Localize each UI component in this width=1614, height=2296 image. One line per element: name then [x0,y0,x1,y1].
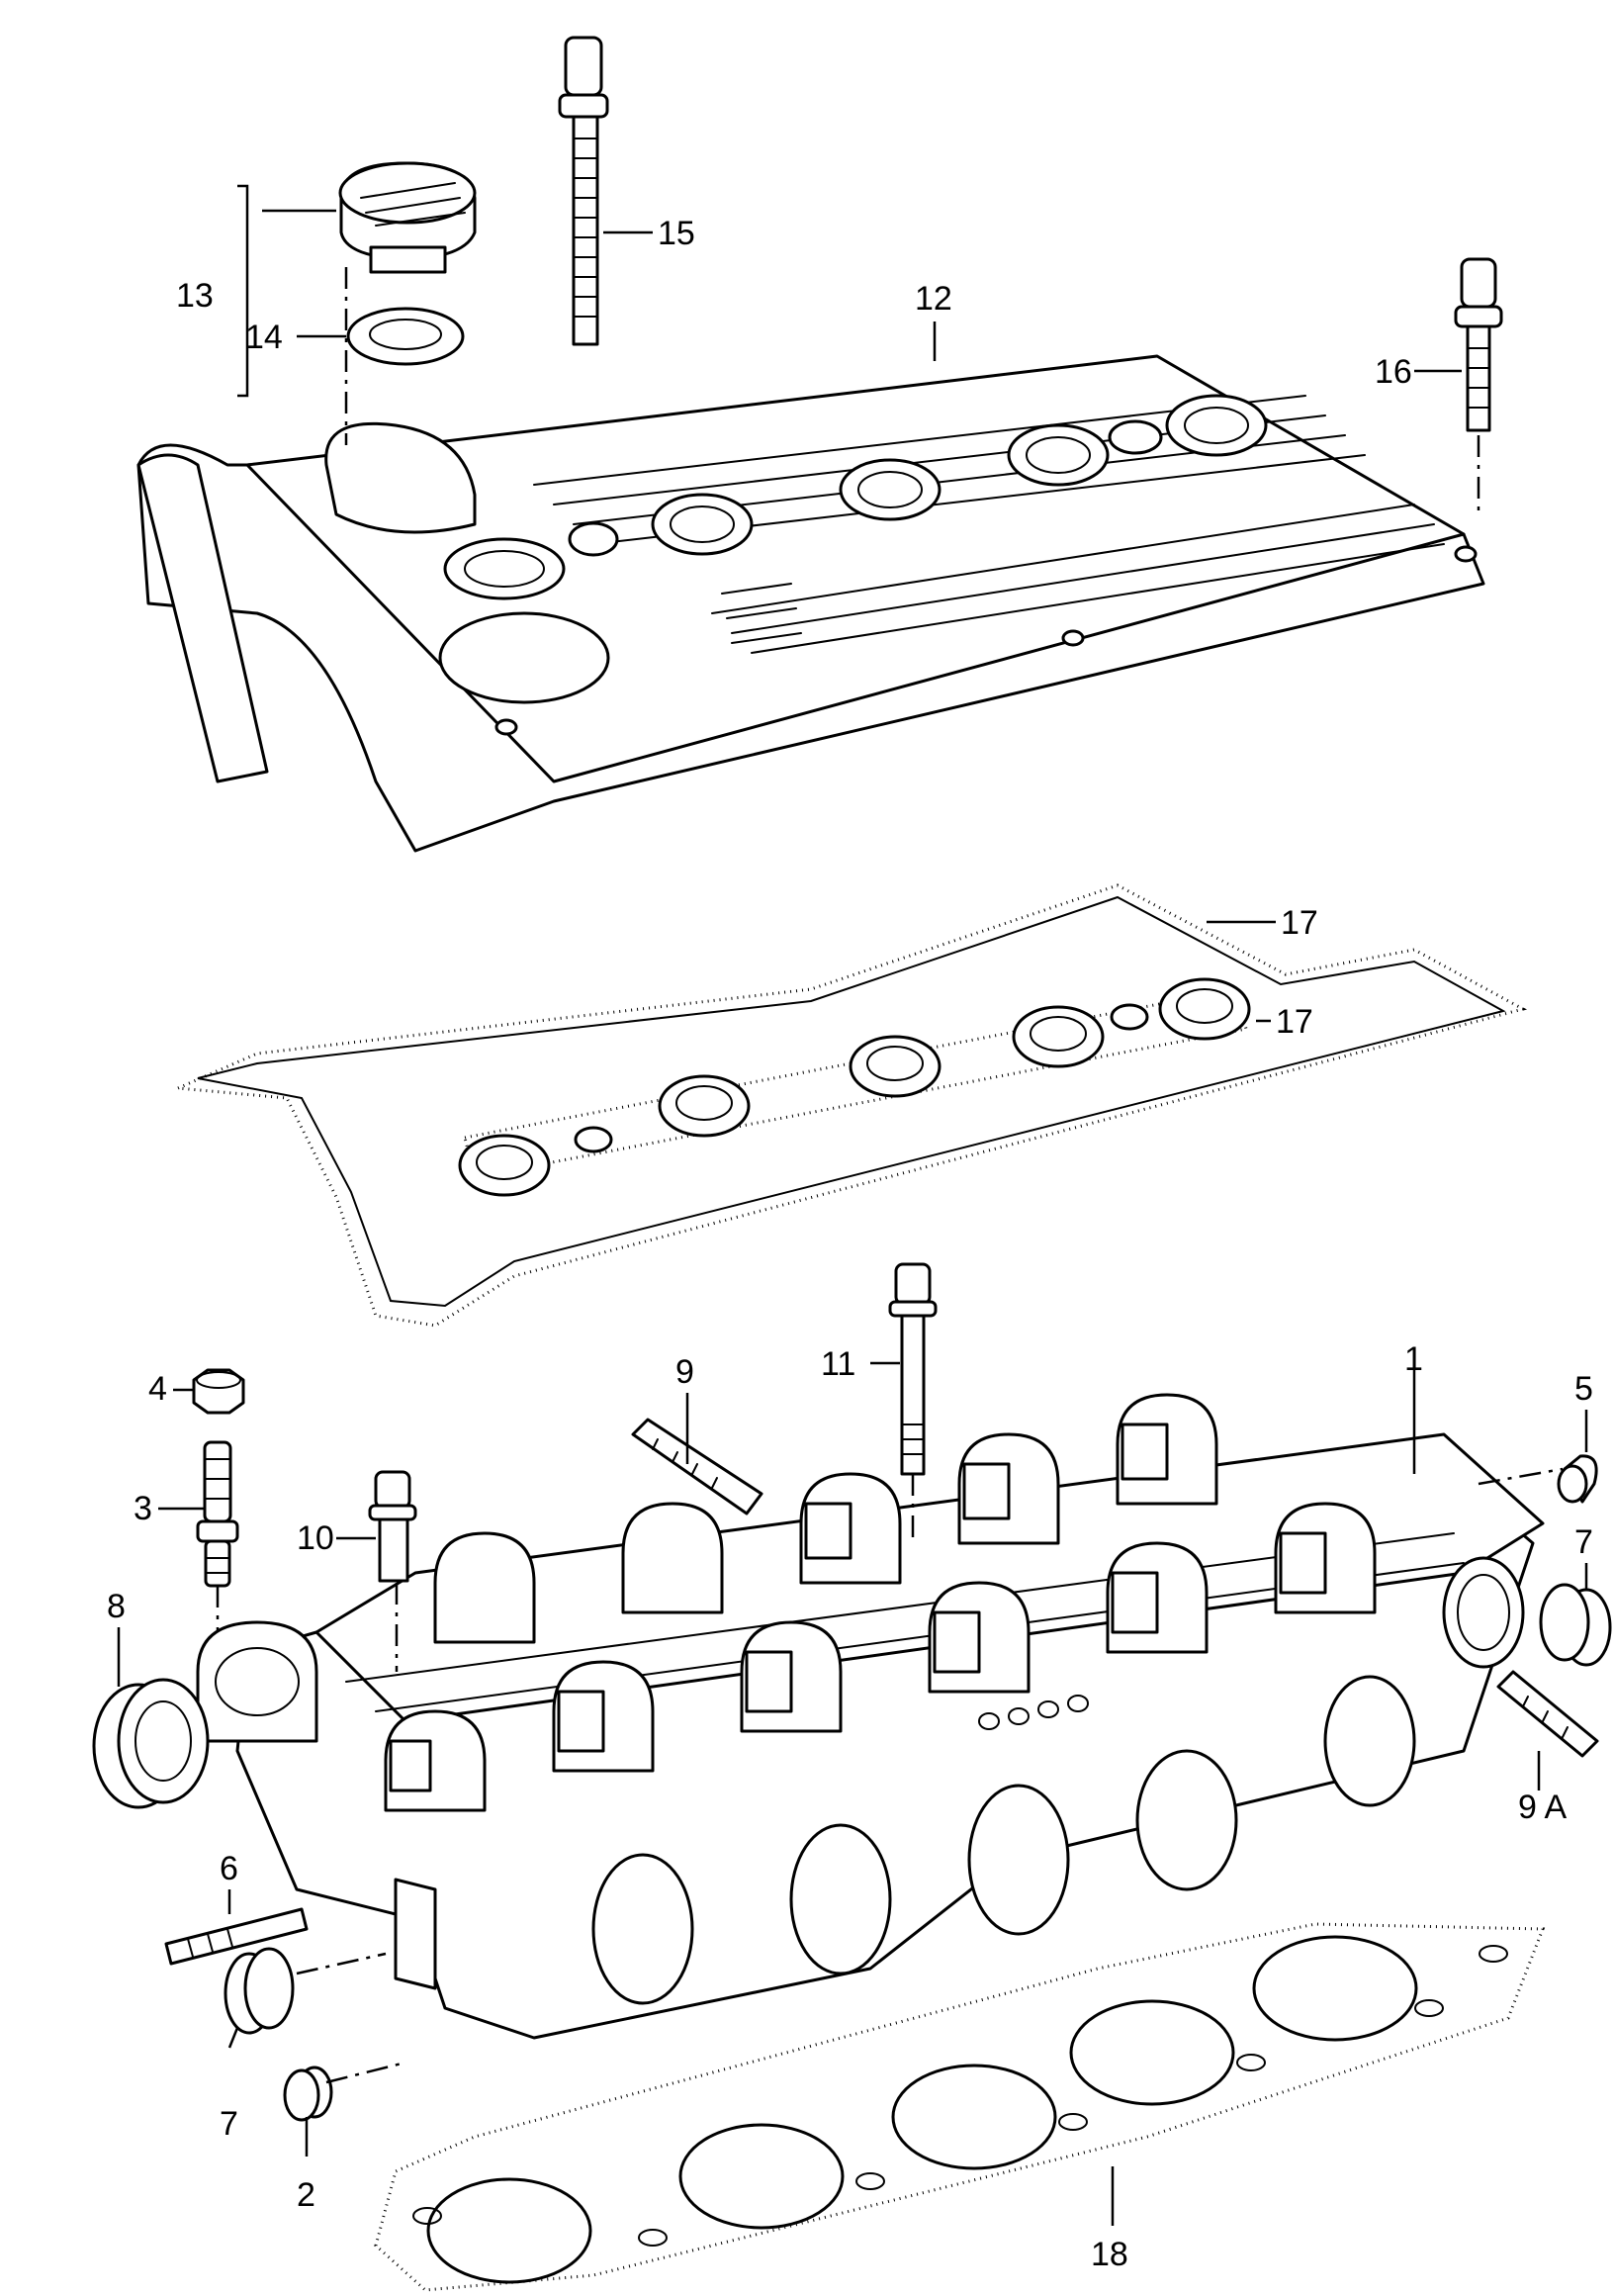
cylinder-head [196,1393,1545,2040]
plug-5 [1557,1454,1598,1504]
cover-bolt [1454,257,1503,432]
callout-1: 1 [1404,1340,1423,1378]
callout-7-left: 7 [220,2105,238,2143]
filler-cap-seal [346,307,465,366]
callout-16: 16 [1375,353,1412,391]
callout-9: 9 [675,1353,694,1391]
callout-11: 11 [821,1345,855,1383]
callout-3: 3 [134,1490,152,1527]
callout-15: 15 [658,215,695,252]
callout-13: 13 [176,277,214,315]
leader-lines [117,184,1588,2226]
callout-5: 5 [1574,1370,1593,1408]
callout-12: 12 [915,280,952,318]
callout-17-lower: 17 [1276,1003,1313,1041]
stud-9a [1496,1670,1599,1758]
callout-9a: 9 A [1518,1789,1567,1826]
callout-2: 2 [297,2176,315,2214]
callouts: 1 2 3 4 5 6 7 7 8 9 9 A 10 11 12 13 14 1… [107,215,1593,2273]
spark-plug-seal-strip [458,977,1251,1197]
callout-4: 4 [148,1370,167,1408]
callout-7-right: 7 [1574,1523,1593,1561]
bolt-11 [888,1262,938,1476]
plug-7-left [224,1947,295,2035]
plug-7-right [1539,1583,1612,1667]
callout-8: 8 [107,1588,126,1625]
oil-filler-cap [338,161,477,274]
callout-10: 10 [297,1519,334,1557]
long-stud [558,36,609,346]
valve-cover [136,354,1485,853]
stud-bolt [196,1440,239,1588]
hex-nut [192,1368,245,1415]
callout-6: 6 [220,1850,238,1887]
stud-6 [164,1907,309,1966]
callout-17-upper: 17 [1281,904,1318,942]
plug-2 [283,2066,333,2122]
bolt-10 [368,1470,417,1583]
oil-seal-8 [92,1678,210,1809]
callout-18: 18 [1091,2236,1128,2273]
stud-9 [631,1418,763,1515]
callout-14: 14 [245,319,283,356]
cylinder-head-gasket [374,1922,1546,2292]
